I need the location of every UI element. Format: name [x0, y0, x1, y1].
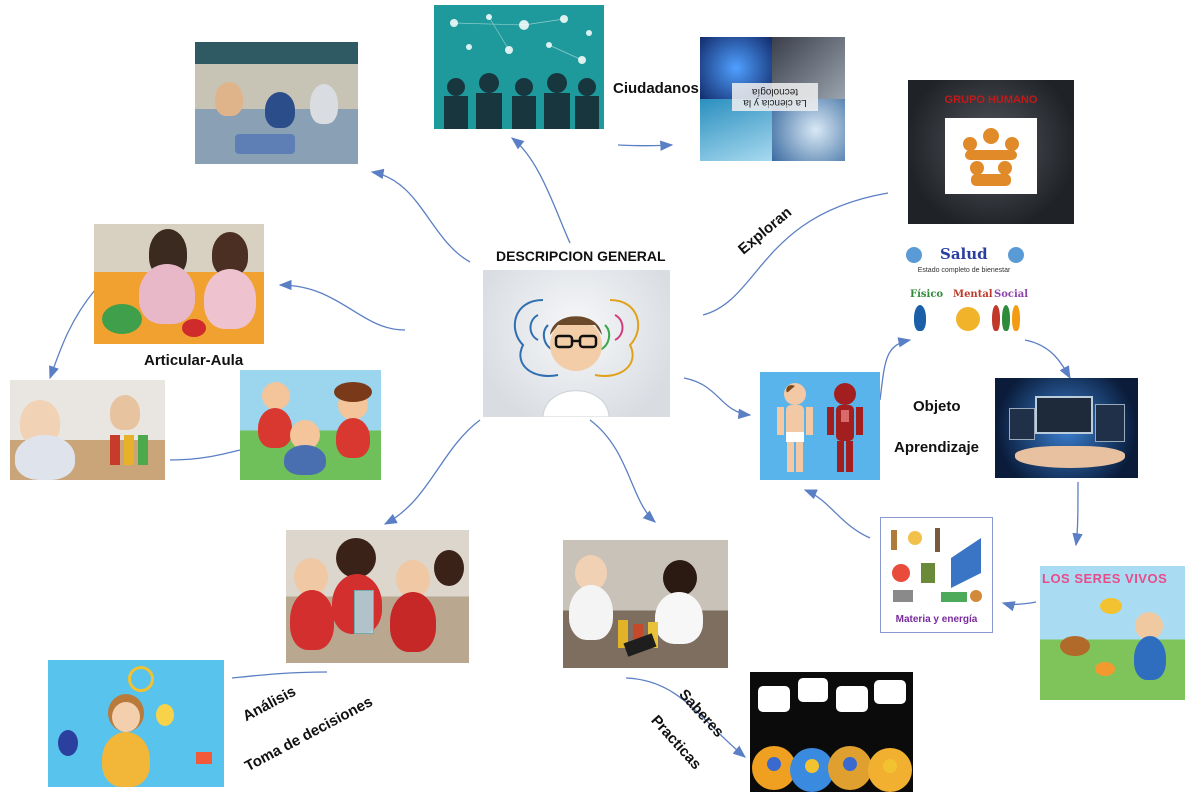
- classroom-photo: [195, 42, 358, 164]
- arrow-toddler-to-kids: [169, 449, 241, 461]
- arrow-kids-to-girl: [231, 671, 328, 679]
- kids-science-experiment-photo: [286, 530, 469, 663]
- heads-speech-bubbles-image: [750, 672, 913, 792]
- arrow-to-laboratory: [589, 419, 656, 523]
- arrow-body-to-salud: [879, 337, 912, 401]
- girl-ideas-image: [48, 660, 224, 787]
- arrow-exploran-to-grupo: [702, 192, 889, 316]
- label-objeto: Objeto: [913, 398, 961, 415]
- living-beings-title: LOS SERES VIVOS: [1042, 571, 1168, 586]
- cartoon-kids-exploring: [240, 370, 381, 480]
- matter-energy-caption: Materia y energía: [895, 614, 978, 625]
- science-technology-caption: La ciencia y la tecnología: [732, 83, 818, 111]
- arrow-articular-to-toddler: [49, 289, 96, 380]
- central-brain-boy-image: [483, 270, 670, 417]
- who-logo-left-icon: [906, 247, 922, 263]
- arrow-to-body: [683, 377, 752, 419]
- center-title: DESCRIPCION GENERAL: [496, 248, 666, 264]
- arrow-salud-to-tech: [1024, 339, 1071, 380]
- salud-fisico: Físico: [910, 289, 944, 300]
- arrow-ciudadanos-to-ciencia: [617, 140, 674, 151]
- salud-subtitle: Estado completo de bienestar: [917, 267, 1011, 274]
- girl-playing-toys-photo: [94, 224, 264, 344]
- science-technology-collage: La ciencia y la tecnología: [700, 37, 845, 161]
- arrow-lab-to-saberes: [625, 677, 747, 758]
- salud-title: Salud: [940, 245, 988, 263]
- human-group-title: GRUPO HUMANO: [944, 94, 1038, 106]
- tech-devices-hand-image: [995, 378, 1138, 478]
- human-body-anatomy-image: [760, 372, 880, 480]
- who-logo-right-icon: [1008, 247, 1024, 263]
- human-group-image: GRUPO HUMANO: [908, 80, 1074, 224]
- label-aprendizaje: Aprendizaje: [894, 439, 980, 456]
- toddler-jars-photo: [10, 380, 165, 480]
- salud-mental: Mental: [953, 289, 993, 300]
- laboratory-kids-photo: [563, 540, 728, 668]
- arrow-to-ciudadanos: [510, 137, 571, 244]
- arrow-to-articular: [278, 279, 406, 331]
- health-salud-image: Salud Estado completo de bienestar Físic…: [898, 243, 1030, 335]
- label-ciudadanos: Ciudadanos: [613, 80, 699, 97]
- salud-social: Social: [994, 289, 1029, 300]
- matter-energy-image: Materia y energía: [880, 517, 993, 633]
- lightbulb-icon: [156, 704, 174, 726]
- arrow-materia-to-body: [803, 489, 871, 539]
- arrow-to-classroom: [370, 168, 471, 263]
- arrow-to-experiment-kids: [383, 419, 481, 525]
- gear-icon: [128, 666, 154, 692]
- living-beings-image: LOS SERES VIVOS: [1040, 566, 1185, 700]
- label-articular-aula: Articular-Aula: [144, 352, 244, 369]
- arrow-tech-to-seres: [1072, 481, 1083, 547]
- arrow-seres-to-materia: [1001, 601, 1037, 612]
- citizens-network-image: [434, 5, 604, 129]
